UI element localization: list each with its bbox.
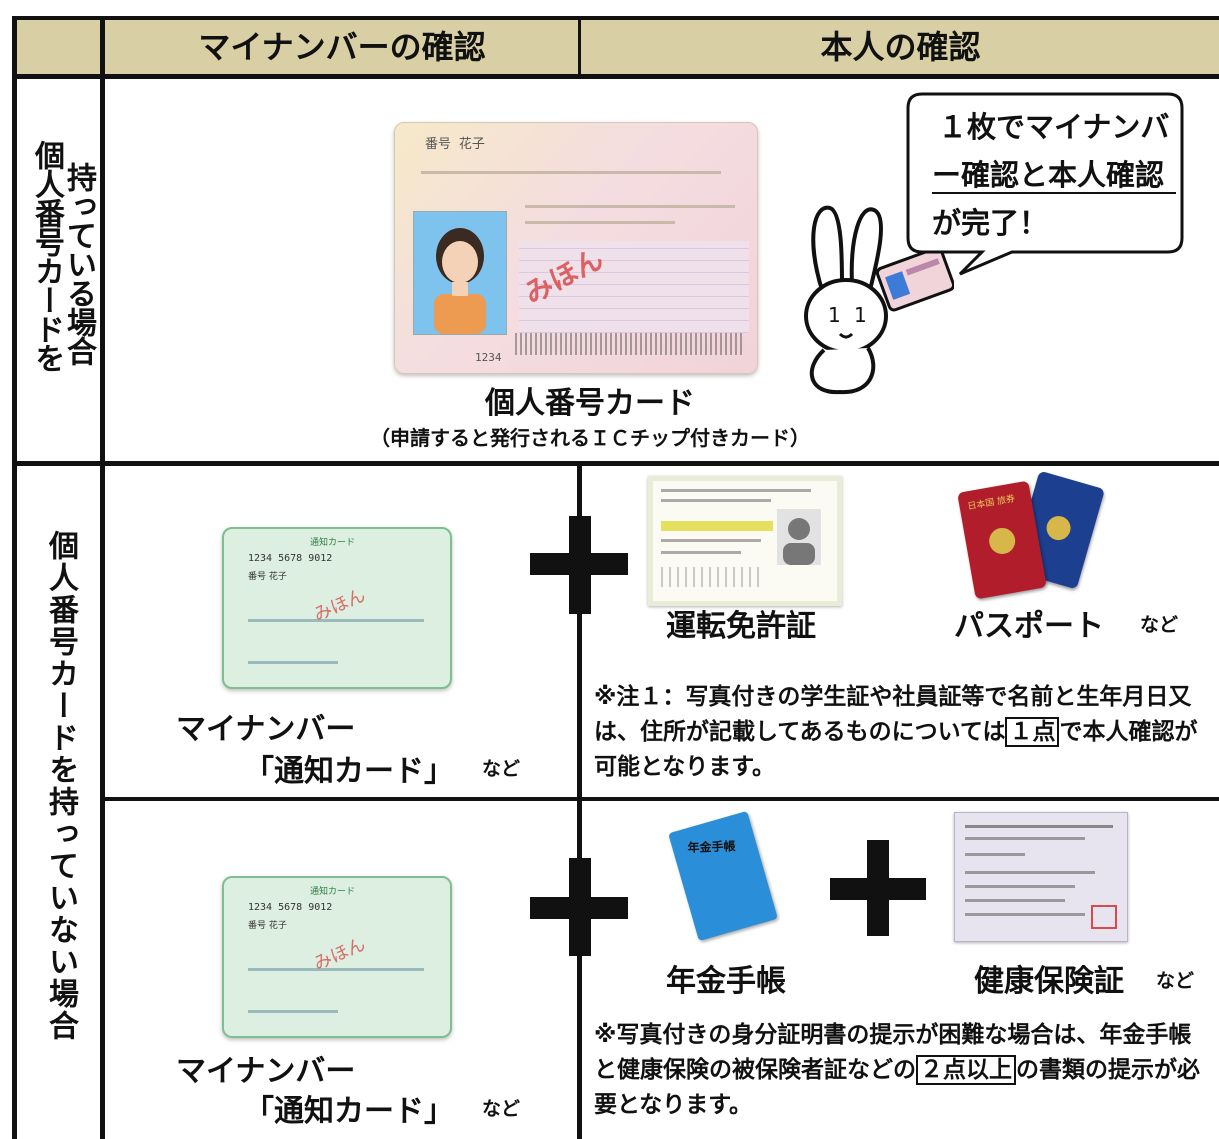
card-text-lines [525, 221, 675, 224]
pension-book-image: 年金手帳 [668, 810, 778, 942]
license-photo [777, 509, 821, 565]
svg-text:1: 1 [854, 303, 867, 327]
pension-book-cover-text: 年金手帳 [687, 839, 736, 855]
insurance-seal [1091, 905, 1117, 929]
mascot-rabbit-image: 1 1 [784, 198, 956, 398]
card-photo [413, 211, 507, 335]
notice-card-text-line [248, 661, 338, 664]
note2-text-post: の書類の提示が必要となります。 [594, 1057, 1200, 1118]
note2-text: ※写真付きの身分証明書の提示が困難な場合は、年金手帳と健康保険の被保険者証などの… [594, 1018, 1212, 1123]
card-barcode [515, 333, 745, 355]
note1-text-pre: ※注１：写真付きの学生証や社員証等で名前と生年月日又は、住所が記載してあるものに… [594, 684, 1192, 745]
notice-card-text-line [248, 619, 424, 622]
notice-card-label-line1: マイナンバー [176, 1054, 356, 1089]
plus-icon [569, 516, 591, 614]
note1-text: ※注１：写真付きの学生証や社員証等で名前と生年月日又は、住所が記載してあるものに… [594, 680, 1212, 785]
insurance-text-line [965, 899, 1065, 902]
notice-card-label-line2: 「通知カード」 [244, 1094, 454, 1129]
notice-card-number: 1234 5678 9012 [248, 902, 333, 913]
notice-card-suffix: など [482, 758, 521, 780]
header-divider [14, 74, 1219, 79]
table-border-top [14, 16, 1219, 20]
notice-card-title: 通知カード [310, 538, 356, 548]
header-my-number-check: マイナンバーの確認 [198, 28, 486, 66]
note1-highlight: １点 [1005, 717, 1060, 747]
passport-emblem [1043, 513, 1074, 543]
notice-card-suffix: など [482, 1098, 521, 1120]
insurance-text-line [965, 837, 1085, 840]
license-text-line [661, 489, 811, 492]
row1-divider [14, 461, 1219, 466]
insurance-card-suffix: など [1156, 970, 1195, 992]
notice-card-text-line [248, 1010, 338, 1013]
note1-text-post: で本人確認が可能となります。 [594, 719, 1198, 780]
insurance-text-line [965, 885, 1075, 888]
content-column-divider [577, 463, 582, 1139]
insurance-card-image [954, 812, 1128, 942]
drivers-license-label: 運転免許証 [666, 609, 816, 644]
row1-label-line1: 個人番号カードを [29, 140, 64, 372]
license-text-line [661, 499, 771, 502]
notice-card-holder: 番号 花子 [248, 921, 287, 931]
card-grid-area [519, 241, 749, 333]
plus-icon [867, 840, 889, 936]
card-text-lines [421, 171, 721, 174]
notice-card-label-line1: マイナンバー [176, 712, 356, 747]
notice-card-number: 1234 5678 9012 [248, 553, 333, 564]
drivers-license-image [648, 476, 842, 606]
speech-line3: が完了！ [932, 206, 1049, 240]
notice-card-image: 通知カード 1234 5678 9012 番号 花子 みほん [222, 876, 452, 1038]
speech-bubble: １枚でマイナンバ ー確認と本人確認 が完了！ [902, 88, 1188, 278]
notice-card-image: 通知カード 1234 5678 9012 番号 花子 みほん [222, 527, 452, 689]
card-number-text: 1234 [475, 351, 502, 364]
header-identity-check: 本人の確認 [820, 28, 981, 66]
plus-icon [569, 858, 591, 956]
insurance-card-label: 健康保険証 [974, 964, 1124, 999]
passport-image: 日本国 旅券 [957, 470, 1110, 600]
speech-line2: ー確認と本人確認 [932, 158, 1165, 192]
pension-book-label: 年金手帳 [666, 964, 786, 999]
notice-card-title: 通知カード [310, 887, 356, 897]
row2-divider [104, 797, 1219, 801]
header-row [14, 18, 1219, 76]
passport-emblem [987, 525, 1018, 557]
label-column-divider [100, 16, 105, 1139]
speech-underline [932, 192, 1176, 194]
notice-card-text-line [248, 968, 424, 971]
card-text-lines [525, 205, 735, 208]
insurance-text-line [965, 871, 1095, 874]
license-text-line [661, 551, 741, 554]
notice-card-holder: 番号 花子 [248, 572, 287, 582]
svg-text:1: 1 [828, 303, 841, 327]
passport-suffix: など [1140, 614, 1179, 636]
license-color-band [661, 521, 773, 531]
row2-label: 個人番号カードを持っていない場合 [43, 530, 78, 1042]
license-text-line [661, 539, 761, 542]
table-border-left [12, 16, 17, 1139]
card-name-text: 番号 花子 [425, 137, 485, 152]
speech-line1: １枚でマイナンバ [938, 110, 1170, 144]
notice-card-label-line2: 「通知カード」 [244, 754, 454, 789]
note2-highlight: ２点以上 [916, 1055, 1016, 1085]
my-number-card-image: 番号 花子 みほん 1234 [394, 122, 758, 374]
insurance-text-line [965, 913, 1085, 916]
note2-text-pre: ※写真付きの身分証明書の提示が困難な場合は、年金手帳と健康保険の被保険者証などの [594, 1022, 1192, 1083]
passport-cover-text: 日本国 旅券 [966, 494, 1016, 513]
my-number-card-subcaption: （申請すると発行されるＩＣチップ付きカード） [370, 426, 810, 450]
my-number-card-caption: 個人番号カード [485, 386, 695, 421]
passport-label: パスポート [954, 609, 1104, 644]
insurance-text-line [965, 853, 1025, 856]
license-grid [661, 567, 765, 587]
row1-label-line2: 持っている場合 [61, 162, 96, 365]
insurance-text-line [965, 825, 1113, 828]
header-column-divider [578, 18, 581, 76]
